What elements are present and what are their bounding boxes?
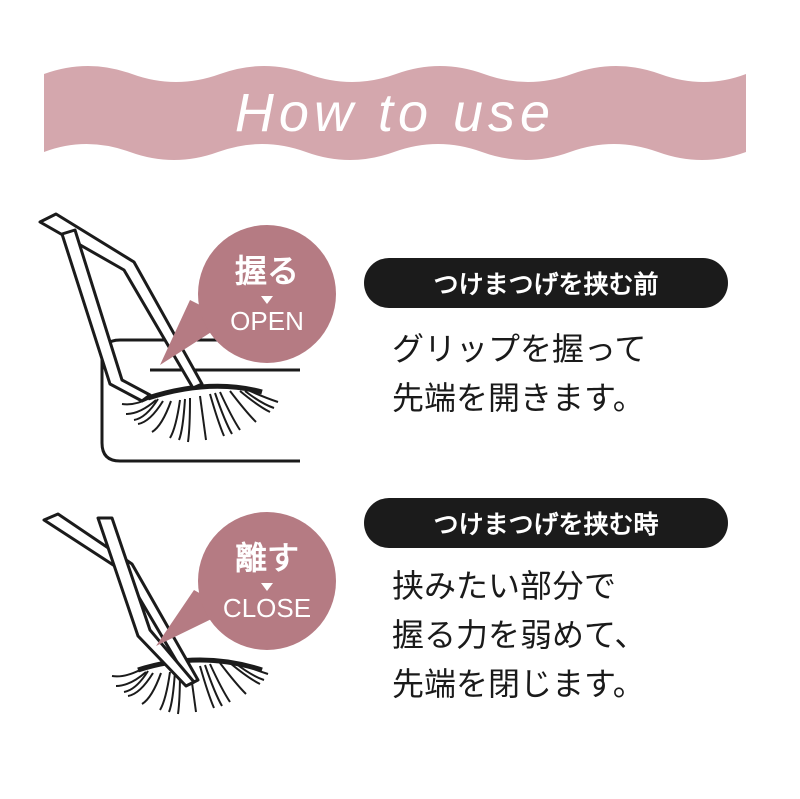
step-close: 離す CLOSE つけまつげを挟む時 挟みたい部分で 握る力を弱めて、 先端を閉… (0, 498, 800, 760)
step-heading: つけまつげを挟む時 (364, 498, 728, 548)
bubble-verb: 離す (234, 539, 299, 578)
description-line: 挟みたい部分で (392, 567, 617, 605)
down-arrow-icon (261, 582, 273, 591)
wavy-banner-shape (44, 66, 746, 160)
tweezers-close-illustration (42, 512, 269, 715)
description-line: 先端を閉じます。 (392, 665, 645, 703)
close-bubble: 離す CLOSE (198, 512, 336, 650)
open-bubble: 握る OPEN (198, 225, 336, 363)
step-description: グリップを握って 先端を開きます。 (392, 325, 646, 423)
bubble-word: CLOSE (222, 592, 312, 623)
step-description: 挟みたい部分で 握る力を弱めて、 先端を閉じます。 (392, 562, 646, 709)
bubble-verb: 握る (234, 252, 299, 291)
tweezers-open-illustration (38, 212, 300, 463)
banner-title: How to use (234, 83, 556, 143)
how-to-use-banner: How to use (44, 62, 746, 164)
description-line: 先端を開きます。 (392, 379, 645, 417)
description-line: グリップを握って (392, 330, 647, 368)
down-arrow-icon (261, 295, 273, 304)
step-heading: つけまつげを挟む前 (364, 258, 728, 308)
bubble-word: OPEN (230, 305, 304, 336)
step-open: 握る OPEN つけまつげを挟む前 グリップを握って 先端を開きます。 (0, 200, 800, 480)
description-line: 握る力を弱めて、 (392, 616, 647, 654)
